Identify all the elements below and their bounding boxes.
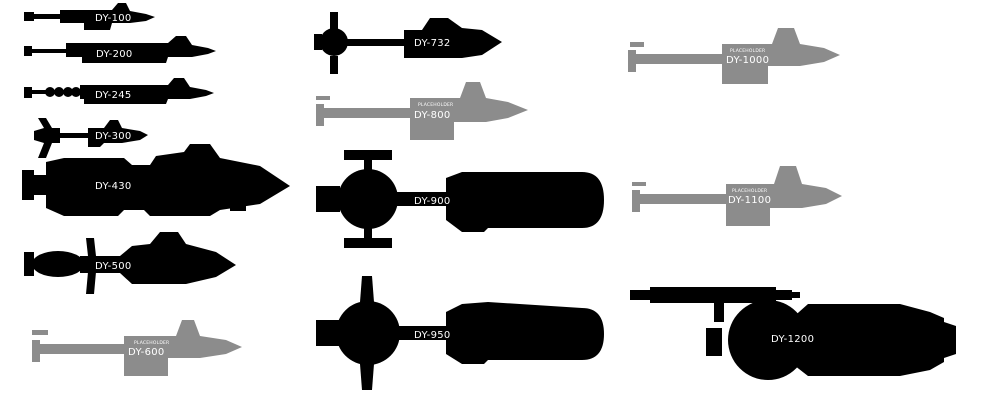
ship-note-dy1000: PLACEHOLDER (730, 48, 765, 54)
ship-label-dy200: DY-200 (96, 49, 133, 60)
ship-dy900: DY-900 (316, 150, 604, 248)
ship-label-dy732: DY-732 (414, 38, 451, 49)
ship-label-dy245: DY-245 (95, 90, 132, 101)
ship-label-dy1000: DY-1000 (726, 55, 769, 66)
ship-dy600: PLACEHOLDER DY-600 (32, 320, 242, 376)
ship-note-dy600: PLACEHOLDER (134, 340, 169, 346)
ship-dy732: DY-732 (314, 12, 502, 74)
ship-label-dy100: DY-100 (95, 13, 132, 24)
ship-dy1200: DY-1200 (630, 287, 956, 380)
ship-note-dy800: PLACEHOLDER (418, 102, 453, 108)
ship-dy1000: PLACEHOLDER DY-1000 (628, 28, 840, 84)
ship-label-dy500: DY-500 (95, 261, 132, 272)
ship-label-dy430: DY-430 (95, 181, 132, 192)
ship-dy800: PLACEHOLDER DY-800 (316, 82, 528, 140)
ship-dy430: DY-430 (22, 144, 290, 216)
ship-dy100: DY-100 (24, 3, 155, 30)
ship-label-dy800: DY-800 (414, 110, 451, 121)
ship-dy950: DY-950 (316, 276, 604, 390)
ship-note-dy1100: PLACEHOLDER (732, 188, 767, 194)
ship-label-dy1100: DY-1100 (728, 195, 771, 206)
ship-dy500: DY-500 (24, 232, 236, 294)
ship-dy245: DY-245 (24, 78, 214, 104)
ship-dy1100: PLACEHOLDER DY-1100 (632, 166, 842, 226)
ship-label-dy950: DY-950 (414, 330, 451, 341)
ship-label-dy1200: DY-1200 (771, 334, 814, 345)
ship-dy300: DY-300 (34, 118, 148, 158)
ship-label-dy900: DY-900 (414, 196, 451, 207)
ship-label-dy300: DY-300 (95, 131, 132, 142)
ship-label-dy600: DY-600 (128, 347, 165, 358)
ship-dy200: DY-200 (24, 36, 216, 63)
